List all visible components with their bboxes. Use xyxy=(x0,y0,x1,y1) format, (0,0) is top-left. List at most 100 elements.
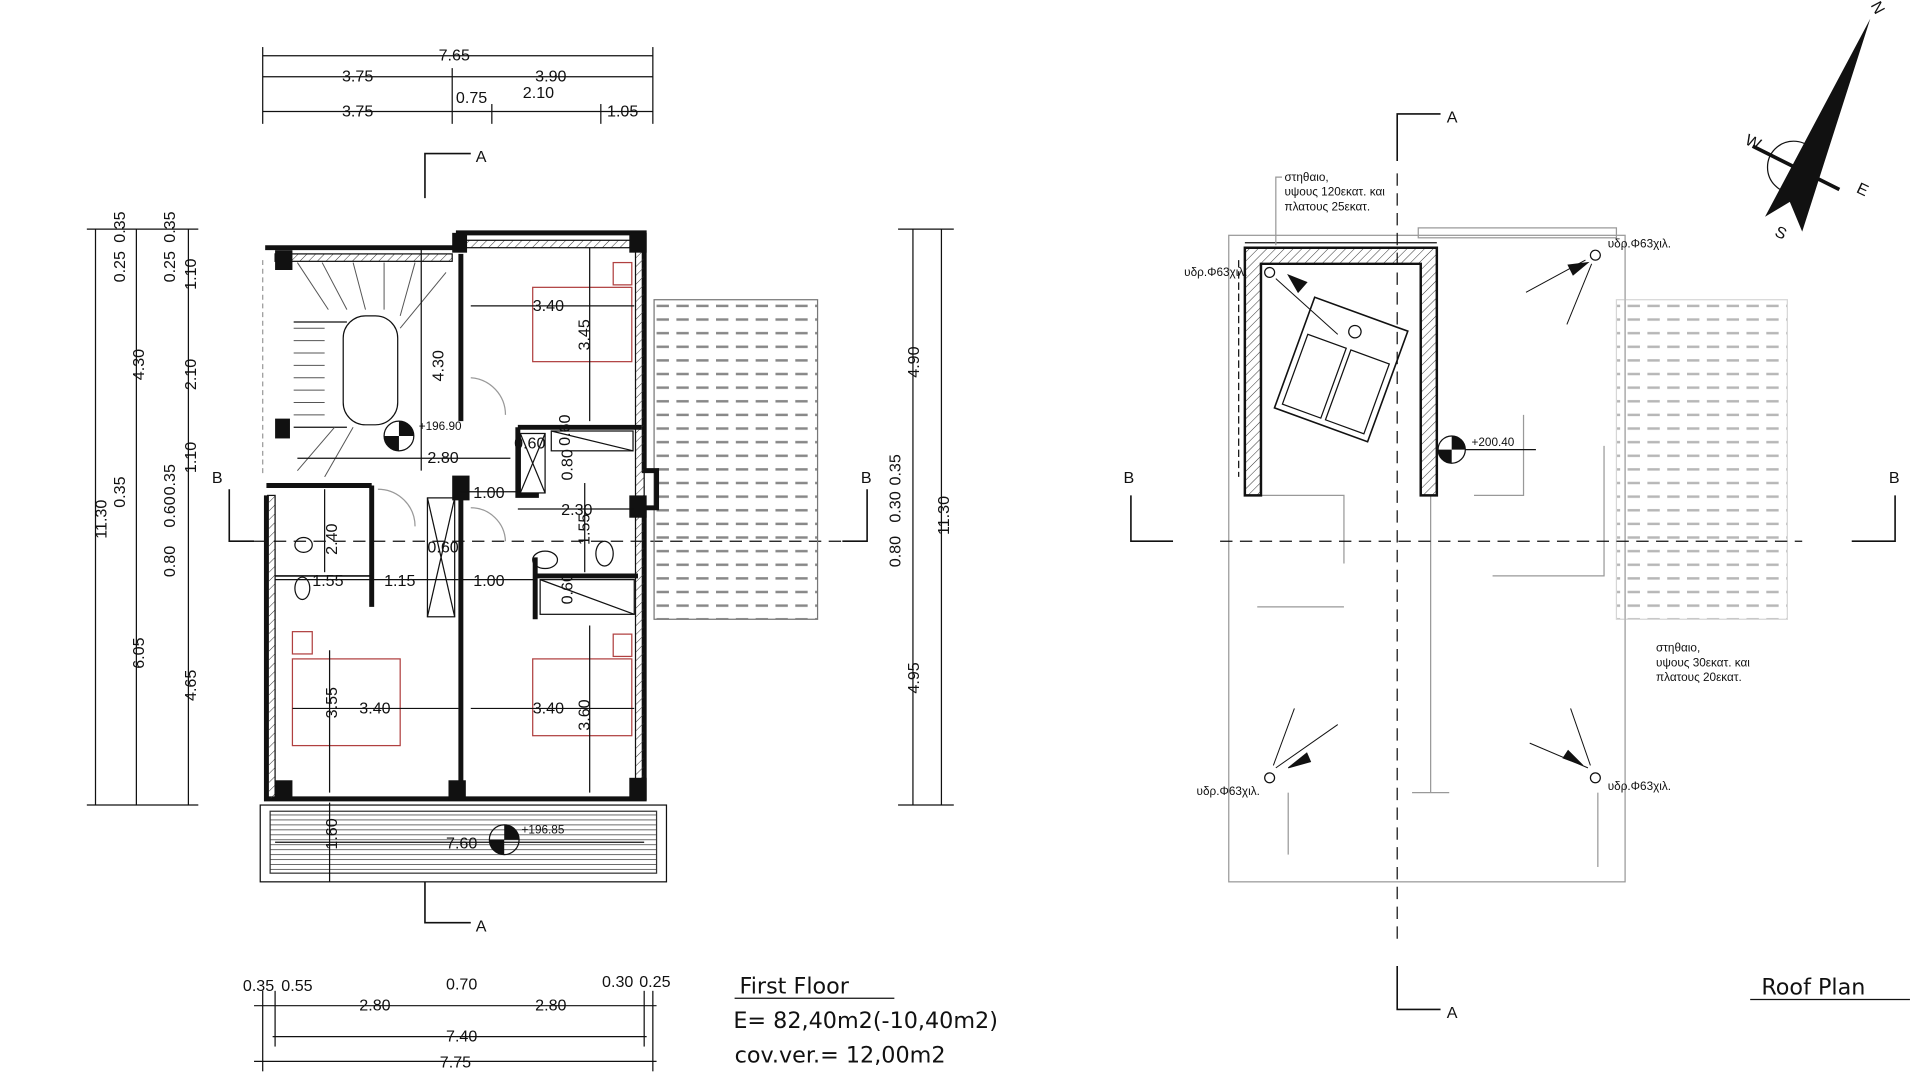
dim-label: 7.60 xyxy=(446,834,477,852)
dim-label: 3.55 xyxy=(323,687,341,718)
drain-label: υδρ.Φ63χιλ. xyxy=(1184,266,1247,279)
plan-title: First Floor xyxy=(740,973,850,999)
section-markers: A A B B xyxy=(1123,109,1899,1022)
dim-label: 2.40 xyxy=(323,523,341,554)
dim-label: 4.30 xyxy=(430,350,448,381)
section-label: A xyxy=(476,148,487,166)
note-line: πλατους 20εκατ. xyxy=(1656,671,1742,684)
right-dimensions: 4.90 11.30 0.35 0.30 0.80 4.95 xyxy=(887,228,954,806)
dim-label: 0.25 xyxy=(639,973,670,991)
drain-label: υδρ.Φ63χιλ. xyxy=(1608,780,1671,793)
dim-label: 0.30 xyxy=(602,973,633,991)
level-label: +196.85 xyxy=(522,824,565,837)
furniture xyxy=(291,261,635,747)
dim-label: 7.65 xyxy=(439,47,470,65)
plan-title: Roof Plan xyxy=(1761,975,1865,1001)
dim-label: 4.90 xyxy=(905,346,923,377)
dim-label: 0.35 xyxy=(887,454,905,485)
toilet-icon xyxy=(595,540,614,567)
section-label: B xyxy=(1889,469,1900,487)
dim-label: 2.80 xyxy=(359,997,390,1015)
level-marker: +200.40 xyxy=(1437,435,1536,464)
dim-label: 0.80 xyxy=(558,449,576,480)
dim-label: 6.05 xyxy=(130,637,148,668)
level-marker: +196.90 +196.85 xyxy=(383,420,565,856)
section-marker-a: A A xyxy=(424,148,487,935)
section-label: B xyxy=(212,469,223,487)
bottom-dimensions: 0.35 0.55 2.80 0.70 2.80 0.30 0.25 7.40 … xyxy=(243,973,671,1072)
dim-label: 3.40 xyxy=(533,297,564,315)
dim-label: 0.80 xyxy=(887,536,905,567)
note-line: στηθαιο, xyxy=(1284,171,1328,184)
north-arrow-compass-icon: N W E S xyxy=(1742,0,1888,243)
dim-label: 0.60 xyxy=(558,573,576,604)
dim-label: 1.55 xyxy=(576,514,594,545)
dim-label: 7.75 xyxy=(440,1054,471,1072)
dim-label: 0.55 xyxy=(281,977,312,995)
roof-title-block: Roof Plan xyxy=(1750,975,1910,1001)
note-line: υψους 120εκατ. και xyxy=(1284,186,1385,199)
covered-area-label: cov.ver.= 12,00m2 xyxy=(735,1043,946,1069)
dim-label: 0.30 xyxy=(887,491,905,522)
dim-label: 0.60 xyxy=(161,496,179,527)
top-dimensions: 7.65 3.75 3.90 2.10 3.75 0.75 1.05 xyxy=(262,47,654,124)
dim-label: 4.65 xyxy=(182,670,200,701)
dim-label: 0.60 xyxy=(514,434,545,452)
note-line: υψους 30εκατ. και xyxy=(1656,656,1750,669)
dim-label: 1.00 xyxy=(473,572,504,590)
dim-label: 0.25 xyxy=(161,251,179,282)
dim-label: 1.55 xyxy=(312,572,343,590)
note-line: στηθαιο, xyxy=(1656,641,1700,654)
level-label: +200.40 xyxy=(1472,436,1515,449)
level-label: +196.90 xyxy=(419,420,462,433)
compass-label: S xyxy=(1772,223,1789,244)
dim-label: 4.95 xyxy=(905,662,923,693)
compass-label: E xyxy=(1854,179,1872,200)
dim-label: 11.30 xyxy=(93,500,111,539)
terrace xyxy=(653,299,819,620)
section-label: A xyxy=(476,917,487,935)
dim-label: 7.40 xyxy=(446,1028,477,1046)
section-label: B xyxy=(861,469,872,487)
parapet xyxy=(1238,242,1439,497)
dim-label: 0.60 xyxy=(427,538,458,556)
section-label: A xyxy=(1447,1004,1458,1022)
dim-label: 0.80 xyxy=(161,546,179,577)
drain-label: υδρ.Φ63χιλ. xyxy=(1608,238,1671,251)
dim-label: 3.60 xyxy=(576,699,594,730)
compass-label: N xyxy=(1867,0,1888,17)
staircase xyxy=(293,262,447,478)
area-label: E= 82,40m2(-10,40m2) xyxy=(733,1008,998,1034)
dim-label: 0.35 xyxy=(111,476,129,507)
dim-label: 0.35 xyxy=(243,977,274,995)
dim-label: 3.45 xyxy=(576,319,594,350)
balcony xyxy=(259,804,668,883)
solar-panel xyxy=(1273,296,1409,443)
first-floor-title-block: First Floor E= 82,40m2(-10,40m2) cov.ver… xyxy=(733,973,998,1068)
dim-label: 4.30 xyxy=(130,349,148,380)
toilet-icon xyxy=(294,576,311,601)
note-line: πλατους 25εκατ. xyxy=(1284,201,1370,214)
dim-label: 2.10 xyxy=(523,84,554,102)
sink-icon xyxy=(294,536,313,554)
drains: υδρ.Φ63χιλ. υδρ.Φ63χιλ. υδρ.Φ63χιλ. υδρ.… xyxy=(1184,238,1671,798)
dim-label: 3.40 xyxy=(533,699,564,717)
dim-label: 1.10 xyxy=(182,442,200,473)
room-dimensions: 3.40 3.45 4.30 2.80 0.60 0.60 0.80 1.00 … xyxy=(275,247,645,882)
dim-label: 2.80 xyxy=(427,449,458,467)
dim-label: 11.30 xyxy=(935,496,953,535)
dim-label: 3.40 xyxy=(359,699,390,717)
dim-label: 0.35 xyxy=(161,211,179,242)
drain-icon xyxy=(1264,266,1276,279)
dim-label: 2.80 xyxy=(535,997,566,1015)
dim-label: 2.10 xyxy=(182,359,200,390)
dim-label: 0.25 xyxy=(111,251,129,282)
dim-label: 0.75 xyxy=(456,89,487,107)
section-label: A xyxy=(1447,109,1458,127)
dim-label: 1.10 xyxy=(182,258,200,289)
roof-plan: υδρ.Φ63χιλ. υδρ.Φ63χιλ. υδρ.Φ63χιλ. υδρ.… xyxy=(1123,109,1910,1022)
dim-label: 3.75 xyxy=(342,68,373,86)
dim-label: 1.00 xyxy=(473,484,504,502)
dim-label: 1.15 xyxy=(384,572,415,590)
